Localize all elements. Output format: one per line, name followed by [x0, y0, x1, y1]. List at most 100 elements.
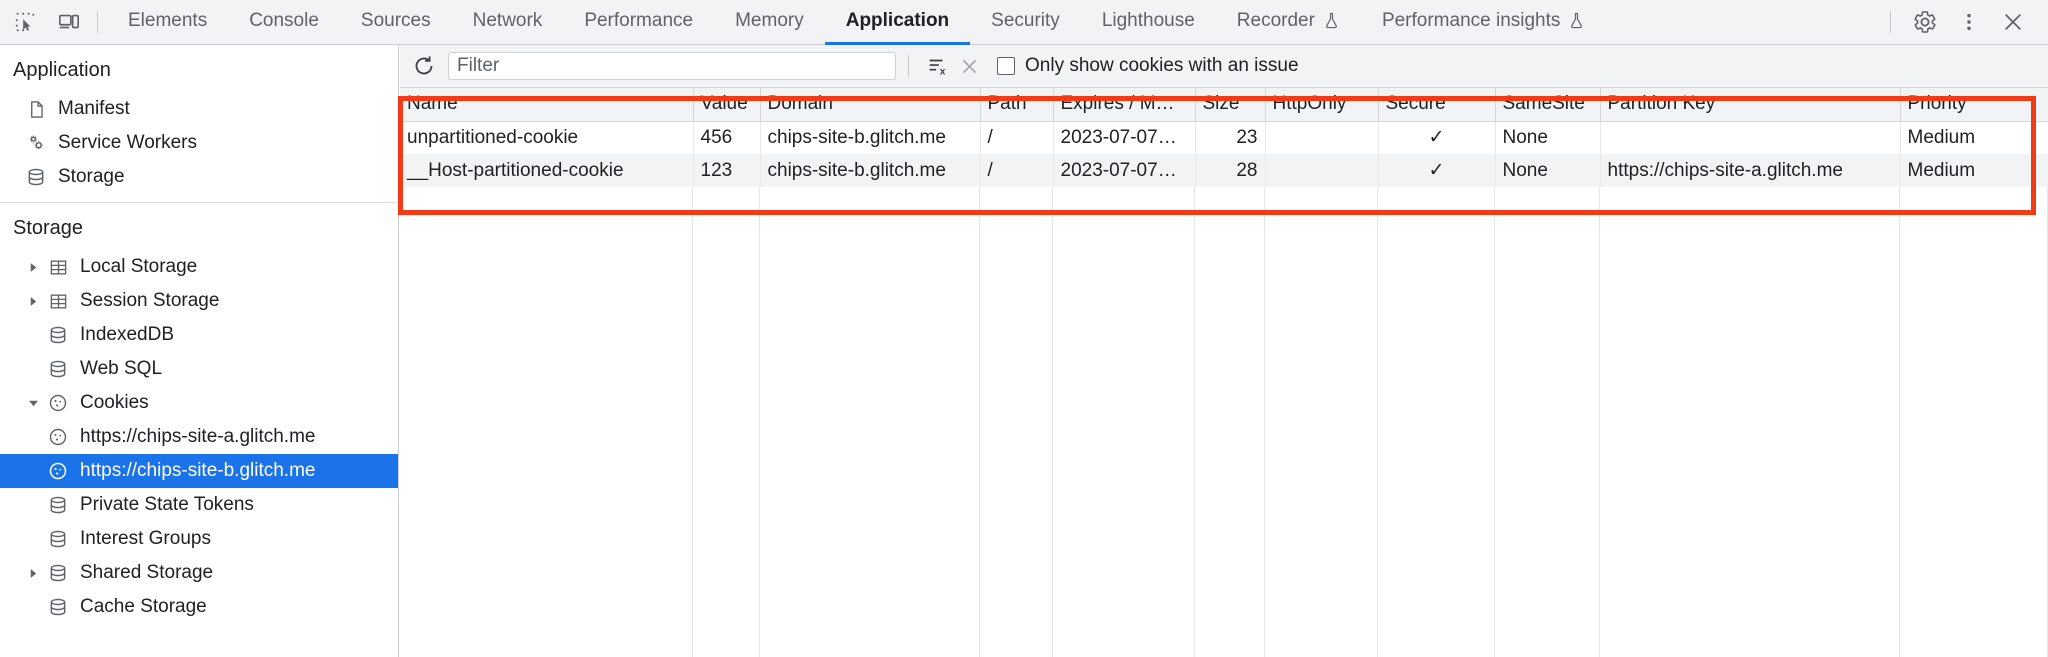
database-icon [44, 563, 72, 583]
cell-path: / [980, 121, 1054, 154]
sidebar-section-storage-title: Storage [13, 217, 84, 239]
database-icon [44, 325, 72, 345]
cell-samesite: None [1495, 154, 1601, 187]
column-header-partition-key[interactable]: Partition Key [1600, 88, 1901, 122]
document-icon [22, 100, 50, 119]
sidebar-item-cookies[interactable]: Cookies [0, 386, 398, 420]
table-row[interactable]: unpartitioned-cookie 456 chips-site-b.gl… [400, 121, 2048, 154]
tab-application[interactable]: Application [824, 0, 971, 45]
sidebar-item-cookie-origin-a[interactable]: https://chips-site-a.glitch.me [0, 420, 398, 454]
cell-expires: 2023-07-07… [1053, 121, 1196, 154]
column-header-secure[interactable]: Secure [1378, 88, 1496, 122]
sidebar-item-session-storage[interactable]: Session Storage [0, 284, 398, 318]
sidebar-item-label: https://chips-site-b.glitch.me [80, 460, 316, 481]
column-header-expires[interactable]: Expires / M… [1053, 88, 1196, 122]
column-header-httponly[interactable]: HttpOnly [1265, 88, 1379, 122]
toolbar-divider [97, 11, 98, 33]
tab-performance-insights[interactable]: Performance insights [1361, 0, 1606, 45]
tab-security[interactable]: Security [970, 0, 1081, 45]
cell-httponly [1265, 121, 1379, 154]
table-icon [44, 292, 72, 311]
inspect-element-icon[interactable] [6, 3, 44, 41]
kebab-menu-icon[interactable] [1950, 3, 1988, 41]
sidebar-item-label: Shared Storage [80, 562, 214, 583]
tab-sources[interactable]: Sources [340, 0, 452, 45]
sidebar-item-label: IndexedDB [80, 324, 175, 345]
sidebar-item-label: Local Storage [80, 256, 198, 277]
search-input[interactable] [448, 52, 896, 80]
column-header-name[interactable]: Name [400, 88, 694, 122]
column-header-domain[interactable]: Domain [760, 88, 981, 122]
refresh-icon[interactable] [408, 52, 440, 80]
column-header-path[interactable]: Path [980, 88, 1054, 122]
devtools-toolbar: Elements Console Sources Network Perform… [0, 0, 2048, 45]
cell-secure: ✓ [1378, 121, 1496, 154]
toolbar-right-group [1881, 3, 2048, 41]
chevron-right-icon[interactable] [22, 296, 44, 307]
cell-value: 123 [693, 154, 761, 187]
column-header-value[interactable]: Value [693, 88, 761, 122]
tab-label: Console [249, 9, 319, 31]
filter-divider [908, 55, 909, 77]
table-row[interactable]: __Host-partitioned-cookie 123 chips-site… [400, 154, 2048, 187]
database-icon [44, 597, 72, 617]
sidebar-item-interest-groups[interactable]: Interest Groups [0, 522, 398, 556]
chevron-right-icon[interactable] [22, 262, 44, 273]
only-show-issues-toggle[interactable]: Only show cookies with an issue [997, 55, 1299, 77]
sidebar-item-label: Web SQL [80, 358, 163, 379]
cookie-icon [44, 393, 72, 413]
sidebar-item-indexeddb[interactable]: IndexedDB [0, 318, 398, 352]
sidebar-item-private-state-tokens[interactable]: Private State Tokens [0, 488, 398, 522]
tab-label: Elements [128, 9, 208, 31]
cell-partition-key: https://chips-site-a.glitch.me [1600, 154, 1901, 187]
column-header-samesite[interactable]: SameSite [1495, 88, 1601, 122]
cell-partition-key [1600, 121, 1901, 154]
sidebar-item-label: Cache Storage [80, 596, 207, 617]
sidebar-item-web-sql[interactable]: Web SQL [0, 352, 398, 386]
svg-text:x: x [940, 66, 946, 77]
sidebar-item-manifest[interactable]: Manifest [0, 92, 398, 126]
cell-name: unpartitioned-cookie [400, 121, 694, 154]
sidebar-item-service-workers[interactable]: Service Workers [0, 126, 398, 160]
close-icon[interactable] [1994, 3, 2032, 41]
cell-expires: 2023-07-07… [1053, 154, 1196, 187]
sidebar-item-cookie-origin-b[interactable]: https://chips-site-b.glitch.me [0, 454, 398, 488]
tab-network[interactable]: Network [452, 0, 564, 45]
sidebar-item-storage[interactable]: Storage [0, 160, 398, 194]
tab-lighthouse[interactable]: Lighthouse [1081, 0, 1216, 45]
column-header-priority[interactable]: Priority [1900, 88, 2048, 122]
sidebar-item-cache-storage[interactable]: Cache Storage [0, 590, 398, 624]
chevron-right-icon[interactable] [22, 568, 44, 579]
tab-performance[interactable]: Performance [563, 0, 714, 45]
cell-domain: chips-site-b.glitch.me [760, 154, 981, 187]
database-icon [44, 495, 72, 515]
clear-filter-icon[interactable]: x [921, 52, 953, 80]
tab-label: Network [472, 9, 543, 31]
sidebar-item-local-storage[interactable]: Local Storage [0, 250, 398, 284]
tab-memory[interactable]: Memory [714, 0, 825, 45]
empty-column [1053, 187, 1195, 657]
sidebar-item-shared-storage[interactable]: Shared Storage [0, 556, 398, 590]
cell-priority: Medium [1900, 121, 2048, 154]
chevron-down-icon[interactable] [22, 398, 44, 409]
tab-label: Memory [735, 9, 804, 31]
sidebar-item-label: Interest Groups [80, 528, 211, 549]
tab-label: Security [991, 9, 1060, 31]
cell-size: 28 [1195, 154, 1266, 187]
sidebar-item-label: Private State Tokens [80, 494, 254, 515]
close-icon[interactable] [953, 52, 985, 80]
sidebar-item-label: Session Storage [80, 290, 220, 311]
database-icon [44, 359, 72, 379]
tab-recorder[interactable]: Recorder [1216, 0, 1361, 45]
cell-value: 456 [693, 121, 761, 154]
only-show-issues-label: Only show cookies with an issue [1025, 55, 1299, 76]
device-toolbar-icon[interactable] [50, 3, 88, 41]
checkbox[interactable] [997, 57, 1015, 75]
gear-icon[interactable] [1906, 3, 1944, 41]
tab-console[interactable]: Console [228, 0, 340, 45]
tab-label: Lighthouse [1101, 9, 1195, 31]
application-sidebar: Application Manifest Service Workers Sto… [0, 45, 399, 657]
empty-column [1600, 187, 1900, 657]
tab-elements[interactable]: Elements [107, 0, 228, 45]
column-header-size[interactable]: Size [1195, 88, 1266, 122]
